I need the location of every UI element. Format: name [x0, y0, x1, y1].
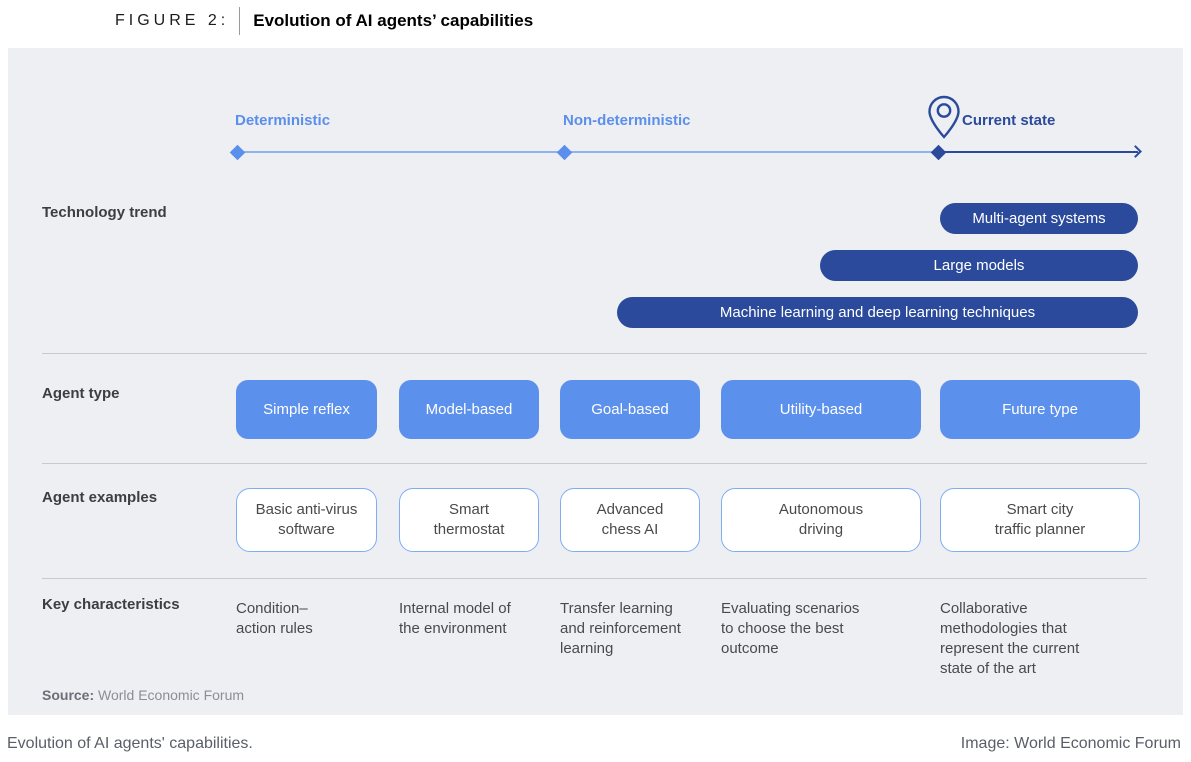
row-divider — [42, 353, 1147, 354]
agent-type-goal-based: Goal-based — [560, 380, 700, 439]
source-prefix: Source: — [42, 687, 95, 703]
figure-number-label: FIGURE 2: — [115, 12, 230, 29]
row-label-technology-trend: Technology trend — [42, 204, 167, 221]
tech-pill-machine-learning: Machine learning and deep learning techn… — [617, 297, 1138, 328]
timeline-line-dark — [938, 151, 1138, 153]
characteristic-evaluating-scenarios: Evaluating scenarios to choose the best … — [721, 600, 860, 657]
timeline-stage-current-state: Current state — [962, 112, 1056, 129]
timeline-stage-deterministic: Deterministic — [235, 112, 331, 129]
timeline-stage-non-deterministic: Non-deterministic — [563, 112, 691, 129]
figure-panel: Deterministic Non-deterministic Current … — [8, 48, 1183, 715]
source-line: Source: World Economic Forum — [42, 687, 244, 703]
agent-example-chess-ai: Advanced chess AI — [560, 488, 700, 552]
tech-pill-multi-agent-systems: Multi-agent systems — [940, 203, 1138, 234]
header-divider — [239, 7, 241, 35]
arrow-right-icon — [1129, 145, 1142, 158]
source-text: World Economic Forum — [94, 687, 245, 703]
characteristic-internal-model: Internal model of the environment — [399, 600, 511, 637]
agent-example-autonomous-driving: Autonomous driving — [721, 488, 921, 552]
characteristic-collaborative: Collaborative methodologies that represe… — [940, 600, 1080, 677]
agent-type-simple-reflex: Simple reflex — [236, 380, 377, 439]
timeline-line-light — [238, 151, 938, 153]
agent-type-utility-based: Utility-based — [721, 380, 921, 439]
characteristic-condition-action: Condition– action rules — [236, 600, 313, 637]
row-label-agent-examples: Agent examples — [42, 489, 158, 506]
agent-type-model-based: Model-based — [399, 380, 539, 439]
agent-example-anti-virus: Basic anti-virus software — [236, 488, 377, 552]
figure-header: FIGURE 2: Evolution of AI agents’ capabi… — [115, 6, 533, 36]
row-divider — [42, 463, 1147, 464]
image-caption: Evolution of AI agents' capabilities. — [7, 735, 253, 752]
row-label-key-characteristics: Key characteristics — [42, 596, 180, 613]
agent-example-traffic-planner: Smart city traffic planner — [940, 488, 1140, 552]
characteristic-transfer-learning: Transfer learning and reinforcement lear… — [560, 600, 681, 657]
row-divider — [42, 578, 1147, 579]
agent-example-smart-thermostat: Smart thermostat — [399, 488, 539, 552]
image-credit: Image: World Economic Forum — [960, 735, 1181, 752]
location-pin-icon — [928, 95, 960, 139]
tech-pill-large-models: Large models — [820, 250, 1138, 281]
diamond-marker — [556, 144, 573, 161]
diamond-marker — [229, 144, 246, 161]
figure-title: Evolution of AI agents’ capabilities — [253, 11, 534, 30]
row-label-agent-type: Agent type — [42, 385, 120, 402]
agent-type-future-type: Future type — [940, 380, 1140, 439]
